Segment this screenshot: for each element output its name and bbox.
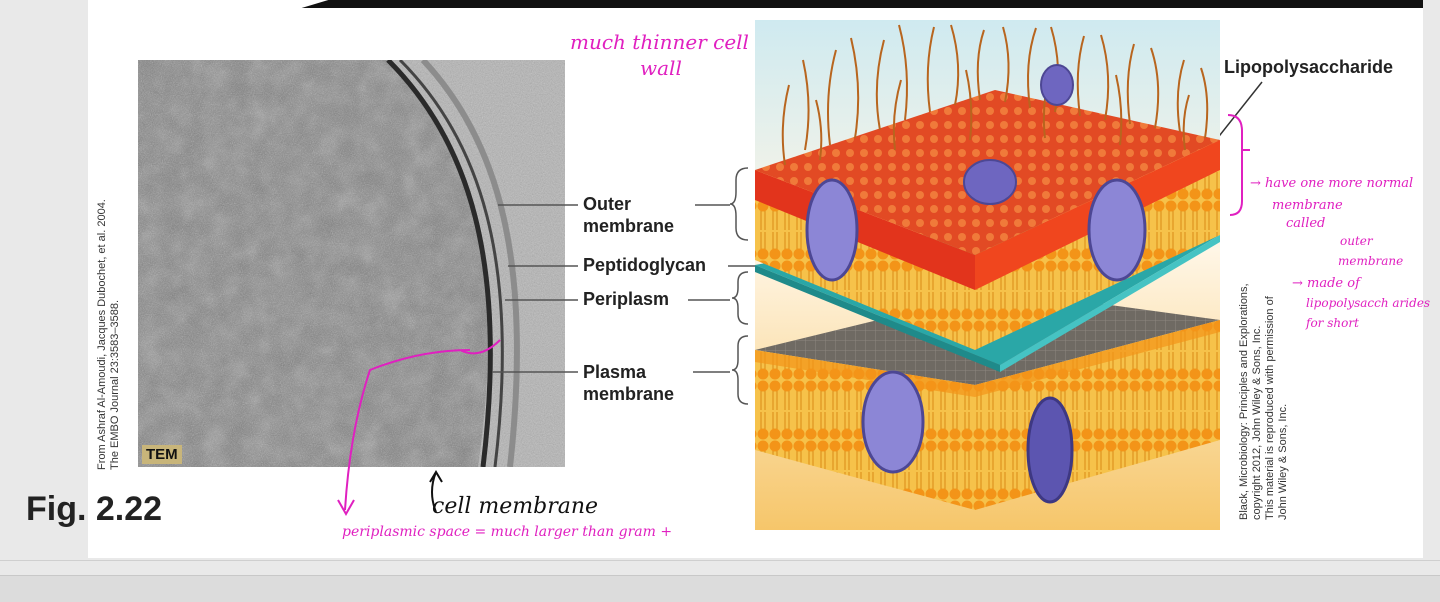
tem-badge: TEM [142,445,182,464]
slide-title-strip [301,0,1423,8]
note-lps-1: → made of [1292,276,1360,291]
label-lipopolysaccharide: Lipopolysaccharide [1224,57,1394,77]
label-peptidoglycan: Peptidoglycan [583,255,707,275]
label-periplasm: Periplasm [583,289,670,309]
bottom-toolbar [0,575,1440,602]
label-outer-membrane-line1: Outer [583,194,632,214]
label-plasma-membrane-line2: membrane [583,384,675,404]
lps-strands [781,24,1209,166]
note-periplasmic-space: periplasmic space = much larger than gra… [342,524,673,540]
note-outer-membrane-2: membrane [1272,198,1343,213]
note-outer-membrane-1: → have one more normal [1250,176,1414,191]
cell-envelope-illustration [755,20,1220,530]
note-outer-membrane-5: membrane [1338,254,1404,268]
membrane-proteins [805,64,1147,504]
tem-micrograph [138,60,565,467]
divider [0,560,1440,561]
note-lps-3: for short [1306,316,1359,330]
note-thinner-wall-2: wall [640,56,682,80]
label-outer-membrane-line2: membrane [583,216,675,236]
note-cell-membrane: cell membrane [432,494,599,519]
note-outer-membrane-4: outer [1340,234,1373,248]
label-plasma-membrane: Plasma membrane [583,361,674,405]
figure-label: Fig. 2.22 [26,490,163,528]
note-lps-2: lipopolysacch arides [1306,296,1431,310]
note-thinner-wall-1: much thinner cell [570,30,749,54]
label-plasma-membrane-line1: Plasma [583,362,647,382]
label-outer-membrane: Outer membrane [583,193,674,237]
note-outer-membrane-3: called [1286,216,1326,231]
